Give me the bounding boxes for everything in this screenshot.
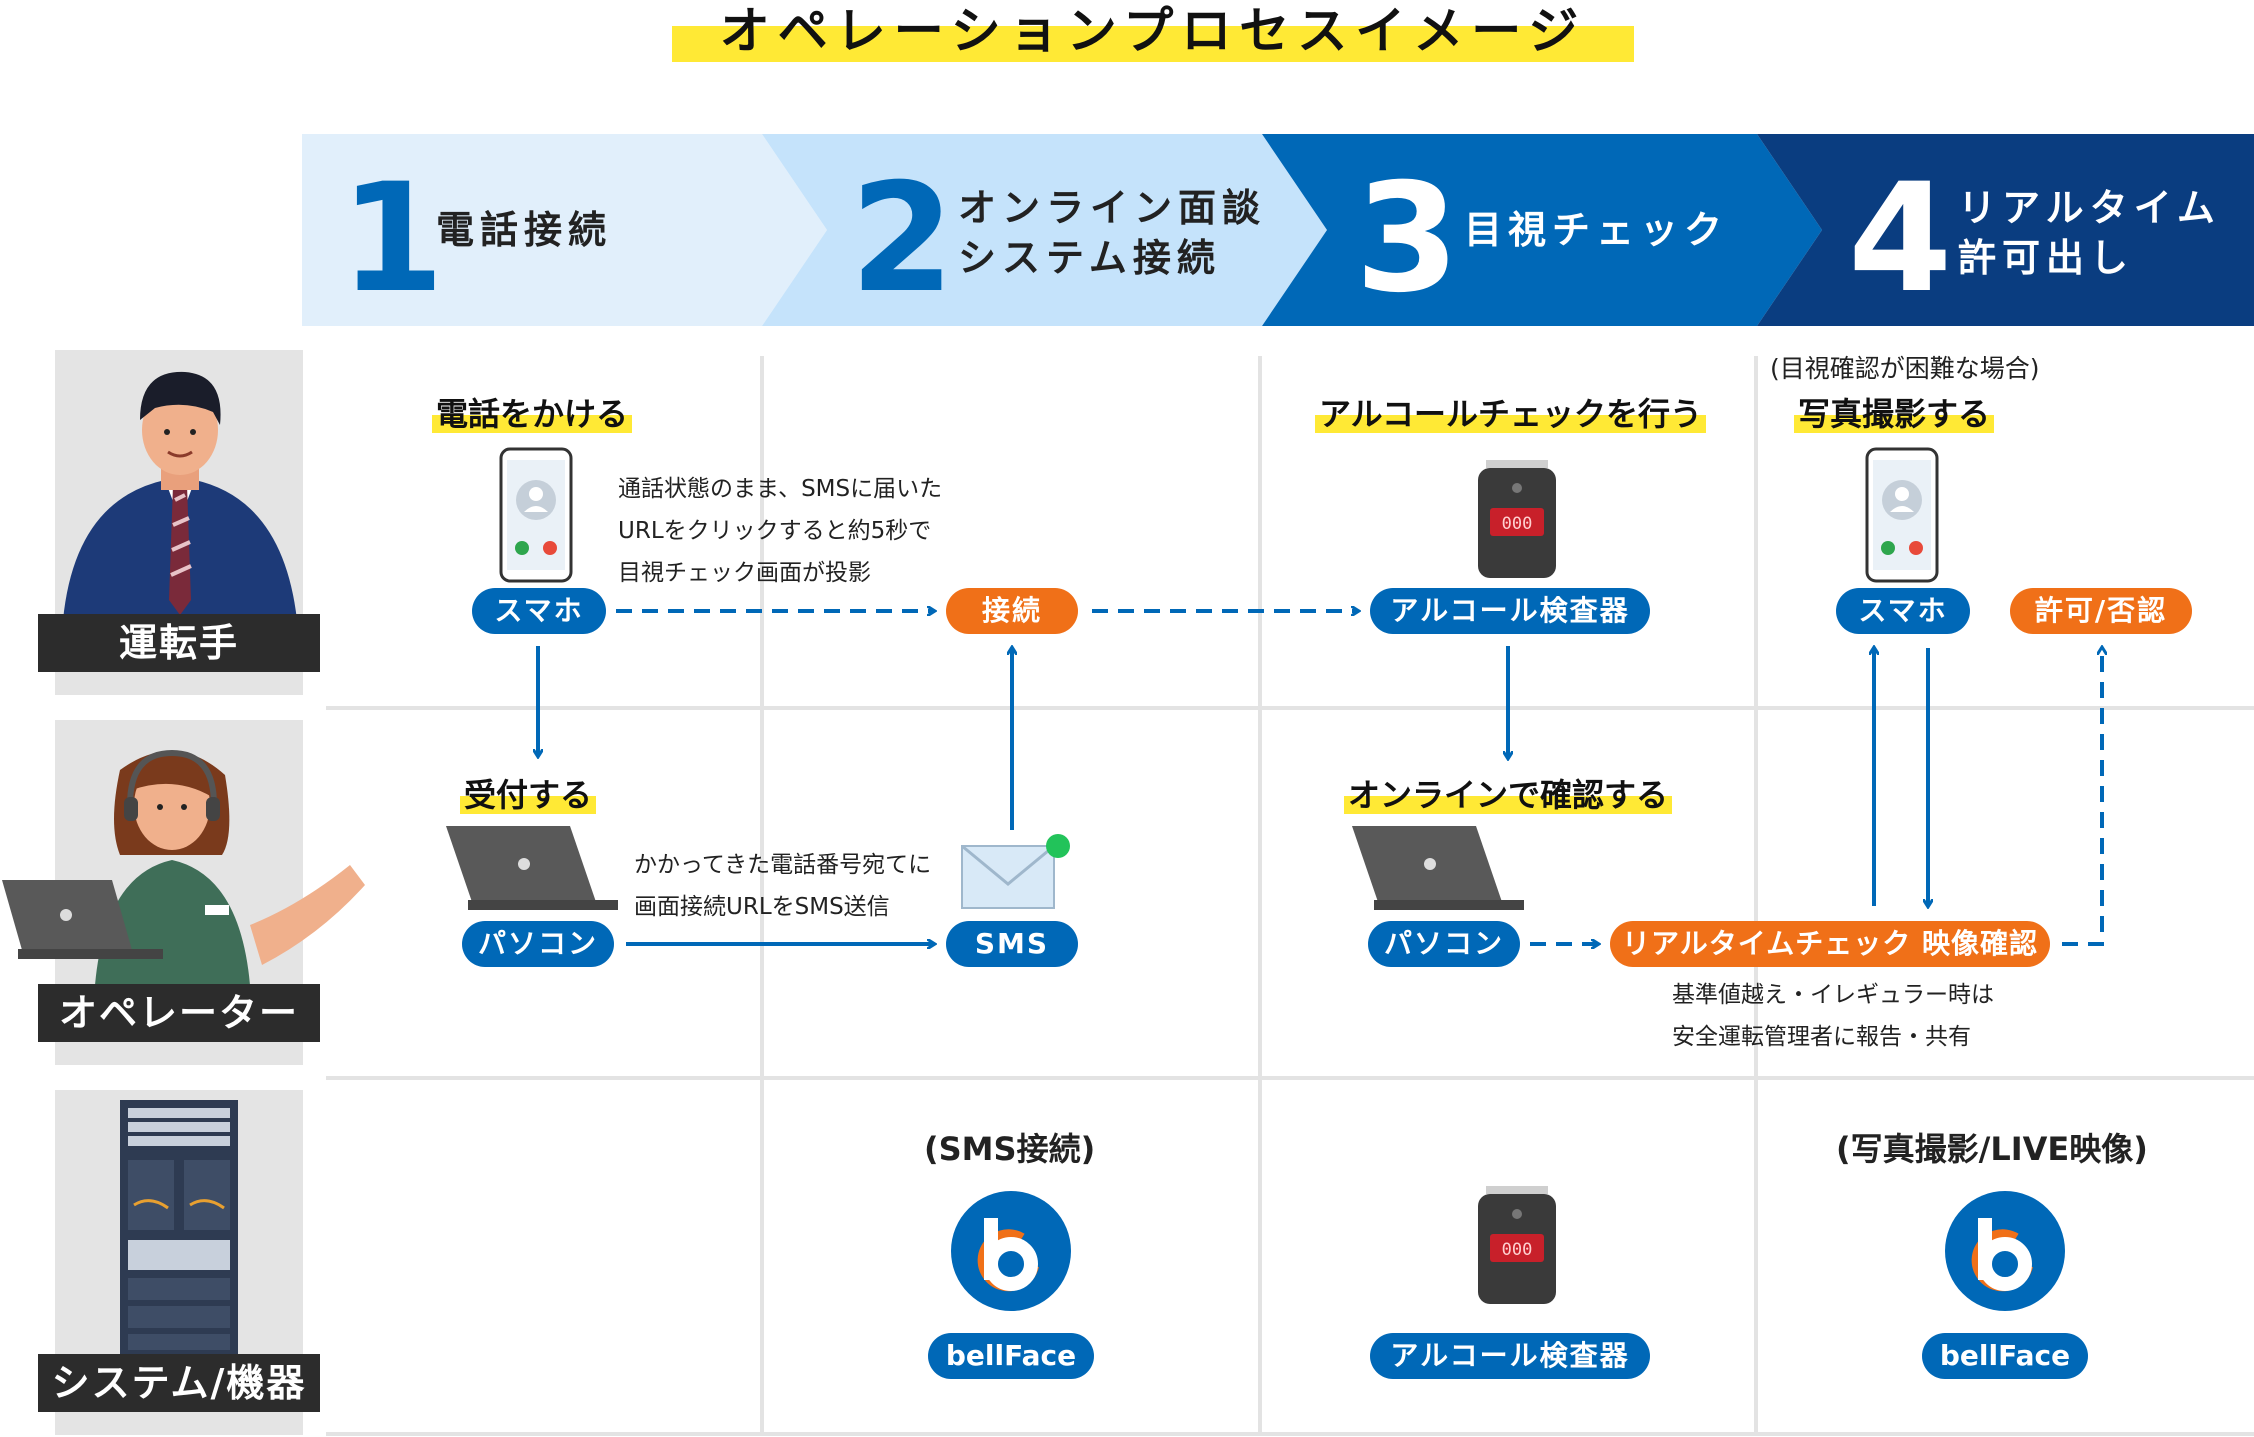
pill-alcohol-device-2: アルコール検査器 <box>1370 1333 1650 1379</box>
row-divider-3 <box>326 1432 2254 1436</box>
pill-connect: 接続 <box>946 588 1078 634</box>
col-divider-1 <box>760 356 764 1436</box>
server-rack-illustration <box>120 1100 238 1358</box>
step-2-label: オンライン面談 システム接続 <box>958 186 1267 280</box>
row-divider-2 <box>326 1076 2254 1080</box>
step-4-label: リアルタイム 許可出し <box>1958 186 2221 280</box>
pill-bellface-2: bellFace <box>1922 1333 2088 1379</box>
pill-sms: SMS <box>946 921 1078 967</box>
driver-illustration <box>63 371 297 620</box>
role-label-system: システム/機器 <box>38 1354 320 1412</box>
heading-photo: 写真撮影する <box>1794 395 1995 433</box>
role-label-driver: 運転手 <box>38 614 320 672</box>
heading-online-check: オンラインで確認する <box>1344 776 1673 814</box>
label-sms-connect: (SMS接続) <box>924 1130 1096 1168</box>
pill-pc-2: パソコン <box>1368 921 1520 967</box>
smartphone-icon-2 <box>1865 447 1939 583</box>
pill-pc: パソコン <box>462 921 614 967</box>
pill-smartphone: スマホ <box>472 588 606 634</box>
step-2-band <box>762 134 1327 326</box>
step-3-label: 目視チェック <box>1464 208 1729 252</box>
note-photo-condition: (目視確認が困難な場合) <box>1770 354 2040 383</box>
heading-receive: 受付する <box>460 776 597 814</box>
breathalyzer-display-2: 000 <box>1502 1240 1533 1260</box>
step-1-number: 1 <box>340 152 445 326</box>
role-label-operator: オペレーター <box>38 984 320 1042</box>
col-divider-3 <box>1754 356 1758 1436</box>
arrow-realtime-to-permit <box>2062 648 2102 946</box>
note-report: 基準値越え・イレギュラー時は 安全運転管理者に報告・共有 <box>1672 982 1994 1050</box>
step-4-band <box>1757 134 2254 326</box>
laptop-icon-2 <box>1352 826 1524 910</box>
label-photo-live: (写真撮影/LIVE映像) <box>1836 1130 2148 1168</box>
heading-call: 電話をかける <box>432 395 633 433</box>
step-1-band <box>302 134 827 326</box>
step-banner <box>302 134 2254 326</box>
bellface-logo-icon <box>951 1191 1071 1311</box>
note-sms-send: かかってきた電話番号宛てに 画面接続URLをSMS送信 <box>634 852 932 920</box>
breathalyzer-icon-2: 000 <box>1478 1186 1556 1304</box>
col-divider-2 <box>1258 356 1262 1436</box>
step-3-band <box>1262 134 1822 326</box>
title-highlight <box>672 26 1634 62</box>
mail-icon <box>961 834 1070 909</box>
step-2-number: 2 <box>850 152 955 326</box>
breathalyzer-display: 000 <box>1502 514 1533 534</box>
pill-realtime-check: リアルタイムチェック 映像確認 <box>1610 921 2050 967</box>
heading-alcohol-check: アルコールチェックを行う <box>1315 395 1707 433</box>
row-divider-1 <box>326 706 2254 710</box>
smartphone-icon <box>499 447 573 583</box>
step-3-number: 3 <box>1355 152 1460 326</box>
step-4-number: 4 <box>1848 152 1953 326</box>
page-title: オペレーションプロセスイメージ <box>719 2 1587 60</box>
pill-permit: 許可/否認 <box>2010 588 2192 634</box>
step-1-label: 電話接続 <box>436 208 613 252</box>
pill-smartphone-2: スマホ <box>1836 588 1970 634</box>
bellface-logo-icon-2 <box>1945 1191 2065 1311</box>
laptop-icon <box>446 826 618 910</box>
operator-illustration <box>2 749 365 985</box>
note-sms-url: 通話状態のまま、SMSに届いた URLをクリックすると約5秒で 目視チェック画面… <box>618 476 943 586</box>
breathalyzer-icon: 000 <box>1478 460 1556 578</box>
pill-alcohol-device: アルコール検査器 <box>1370 588 1650 634</box>
pill-bellface-1: bellFace <box>928 1333 1094 1379</box>
